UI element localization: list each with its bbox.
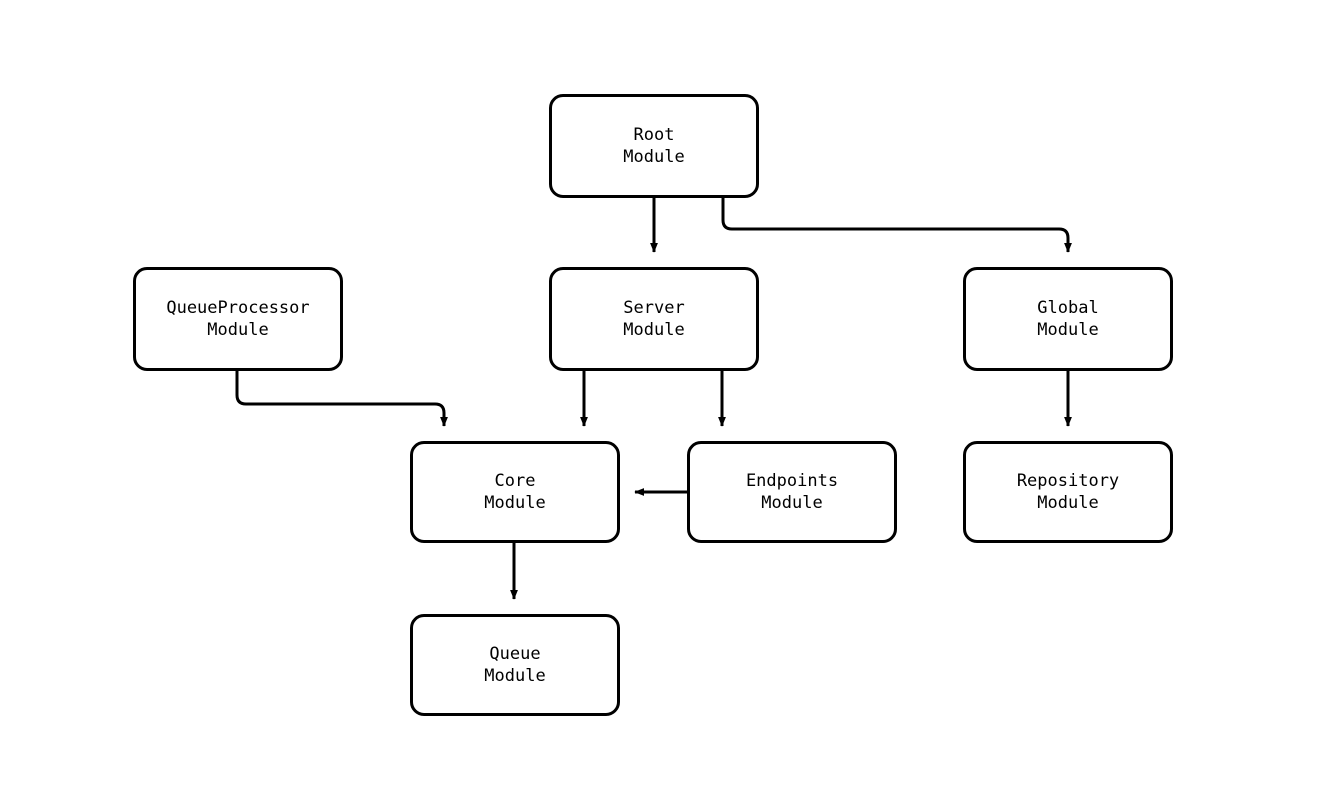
node-server-module[interactable]: Server Module — [549, 267, 759, 371]
edge-queueprocessor-to-core — [235, 371, 448, 427]
node-global-module-suffix: Module — [1037, 320, 1099, 340]
node-queueprocessor-module-suffix: Module — [207, 320, 269, 340]
node-queueprocessor-module[interactable]: QueueProcessor Module — [133, 267, 343, 371]
node-server-module-suffix: Module — [623, 320, 685, 340]
node-endpoints-module[interactable]: Endpoints Module — [687, 441, 897, 543]
node-repository-module-name: Repository — [1016, 471, 1120, 491]
node-repository-module[interactable]: Repository Module — [963, 441, 1173, 543]
node-root-module-suffix: Module — [623, 147, 685, 167]
node-repository-module-suffix: Module — [1037, 493, 1099, 513]
node-core-module-suffix: Module — [484, 493, 546, 513]
node-queue-module[interactable]: Queue Module — [410, 614, 620, 716]
node-endpoints-module-suffix: Module — [761, 493, 823, 513]
node-root-module-name: Root — [633, 125, 675, 145]
node-global-module-name: Global — [1037, 298, 1099, 318]
node-core-module-name: Core — [494, 471, 536, 491]
node-queue-module-suffix: Module — [484, 666, 546, 686]
node-queueprocessor-module-name: QueueProcessor — [166, 298, 310, 318]
node-server-module-name: Server — [623, 298, 685, 318]
node-root-module[interactable]: Root Module — [549, 94, 759, 198]
node-queue-module-name: Queue — [489, 644, 541, 664]
edge-root-to-global — [721, 198, 1072, 253]
node-endpoints-module-name: Endpoints — [745, 471, 839, 491]
node-global-module[interactable]: Global Module — [963, 267, 1173, 371]
node-core-module[interactable]: Core Module — [410, 441, 620, 543]
